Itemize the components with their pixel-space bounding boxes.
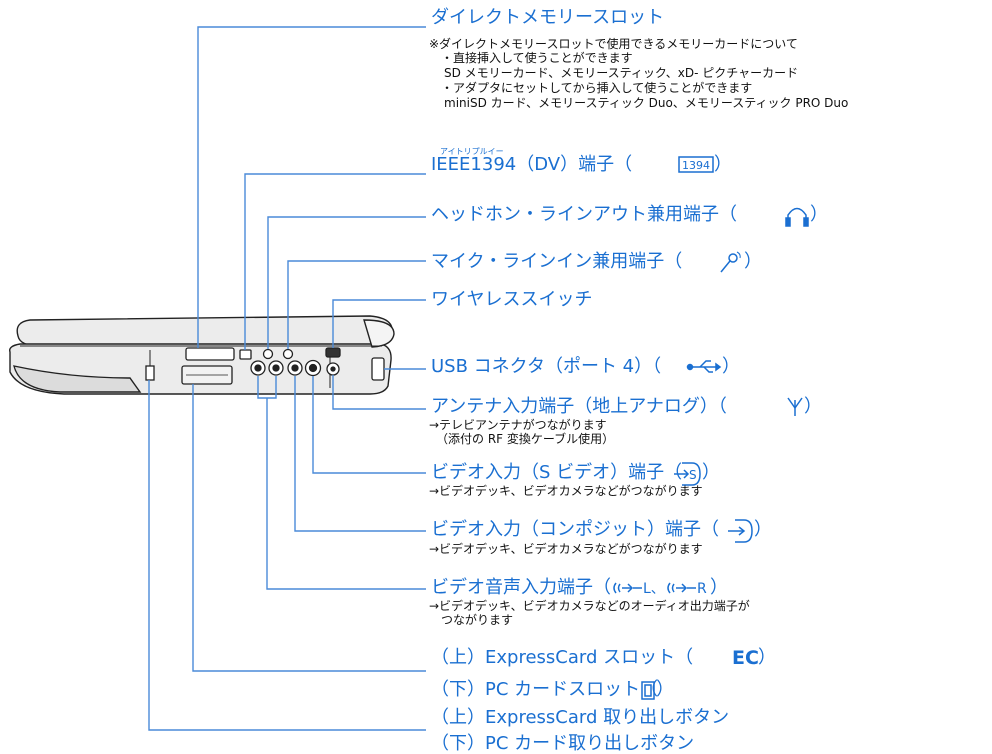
usb-title: USB コネクタ（ポート 4）（ [431, 356, 662, 377]
leader-audio [266, 398, 426, 590]
usb-port-opening [371, 357, 385, 381]
usb-icon [686, 360, 722, 373]
laptop-foot [13, 365, 142, 393]
audio-input-title-end: ） [710, 577, 728, 598]
direct-memory-note-3: SD メモリーカード、メモリースティック、xD- ピクチャーカード [444, 66, 799, 80]
ieee1394-title-end: ） [714, 154, 732, 175]
composite-title: ビデオ入力（コンポジット）端子（ [431, 519, 719, 540]
leader-mic [287, 260, 426, 349]
expresscard-slot-title-end: ） [758, 647, 776, 668]
leader-card-slot [192, 384, 426, 672]
audio-input-r-text: R [697, 581, 707, 597]
audio-input-note-2: つながります [441, 613, 514, 627]
direct-memory-note-2: ・直接挿入して使うことができます [441, 51, 633, 65]
leader-direct-memory [197, 26, 426, 348]
ieee1394-title: IEEE1394（DV）端子（ [431, 154, 633, 175]
leader-s-video [312, 376, 426, 474]
expresscard-icon-text: EC [732, 647, 759, 669]
expresscard-slot-title: （上）ExpressCard スロット（ [431, 647, 694, 668]
wireless-switch-title: ワイヤレススイッチ [431, 289, 593, 310]
audio-input-title: ビデオ音声入力端子（ [431, 577, 611, 598]
leader-lines [148, 26, 426, 731]
headphone-title: ヘッドホン・ラインアウト兼用端子（ [431, 204, 737, 225]
antenna-note-2: （添付の RF 変換ケーブル使用） [436, 432, 615, 446]
microphone-icon [720, 251, 741, 273]
laptop-side-view [9, 315, 395, 395]
mic-jack-opening [282, 348, 294, 360]
pc-card-slot-title: （下）PC カードスロット（ [431, 679, 659, 700]
antenna-note-1: →テレビアンテナがつながります [429, 418, 607, 432]
s-video-input-icon: S [674, 462, 701, 486]
pc-card-eject-title: （下）PC カード取り出しボタン [431, 733, 695, 754]
antenna-title-end: ） [804, 396, 822, 417]
antenna-icon [787, 397, 803, 416]
s-video-note-1: →ビデオデッキ、ビデオカメラなどがつながります [429, 484, 703, 498]
svg-text:S: S [689, 468, 697, 482]
direct-memory-note-4: ・アダプタにセットしてから挿入して使うことができます [441, 81, 753, 95]
pc-card-icon [641, 681, 655, 700]
leader-eject [148, 380, 426, 731]
expresscard-icon: EC [732, 647, 759, 669]
headphone-icon [785, 207, 809, 227]
expresscard-eject-title: （上）ExpressCard 取り出しボタン [431, 707, 730, 728]
pc-card-slot-title-end: ） [656, 679, 674, 700]
video-input-icon [728, 519, 753, 543]
direct-memory-note-1: ※ダイレクトメモリースロットで使用できるメモリーカードについて [429, 37, 798, 51]
s-video-title: ビデオ入力（S ビデオ）端子（ [431, 462, 683, 483]
audio-input-note-1: →ビデオデッキ、ビデオカメラなどのオーディオ出力端子が [429, 599, 750, 613]
composite-note-1: →ビデオデッキ、ビデオカメラなどがつながります [429, 542, 703, 556]
audio-input-l-text: L、 [643, 581, 665, 597]
audio-input-icon: L、 R [613, 581, 707, 597]
mic-title: マイク・ラインイン兼用端子（ [431, 251, 683, 272]
mic-title-end: ） [744, 251, 762, 272]
headphone-jack-opening [262, 348, 274, 360]
leader-wireless [332, 299, 426, 348]
ieee1394-ruby: アイトリプルイー [440, 147, 504, 156]
direct-memory-slot-title: ダイレクトメモリースロット [431, 7, 665, 28]
headphone-title-end: ） [810, 204, 828, 225]
wireless-switch-knob [325, 347, 341, 358]
leader-ieee1394 [244, 173, 426, 350]
direct-memory-note-5: miniSD カード、メモリースティック Duo、メモリースティック PRO D… [444, 96, 849, 110]
composite-title-end: ） [754, 519, 772, 540]
leader-composite [294, 376, 426, 532]
s-video-title-end: ） [702, 462, 720, 483]
ieee1394-opening [239, 349, 252, 360]
leader-antenna [332, 375, 426, 410]
direct-memory-slot-opening [185, 347, 235, 361]
usb-title-end: ） [722, 356, 740, 377]
leader-headphone [267, 216, 426, 349]
1394-icon-text: 1394 [682, 159, 710, 172]
laptop-lid [16, 315, 393, 347]
antenna-title: アンテナ入力端子（地上アナログ）（ [431, 396, 727, 417]
1394-icon: 1394 [678, 156, 714, 173]
eject-button [145, 365, 155, 381]
side-ports [145, 347, 385, 385]
